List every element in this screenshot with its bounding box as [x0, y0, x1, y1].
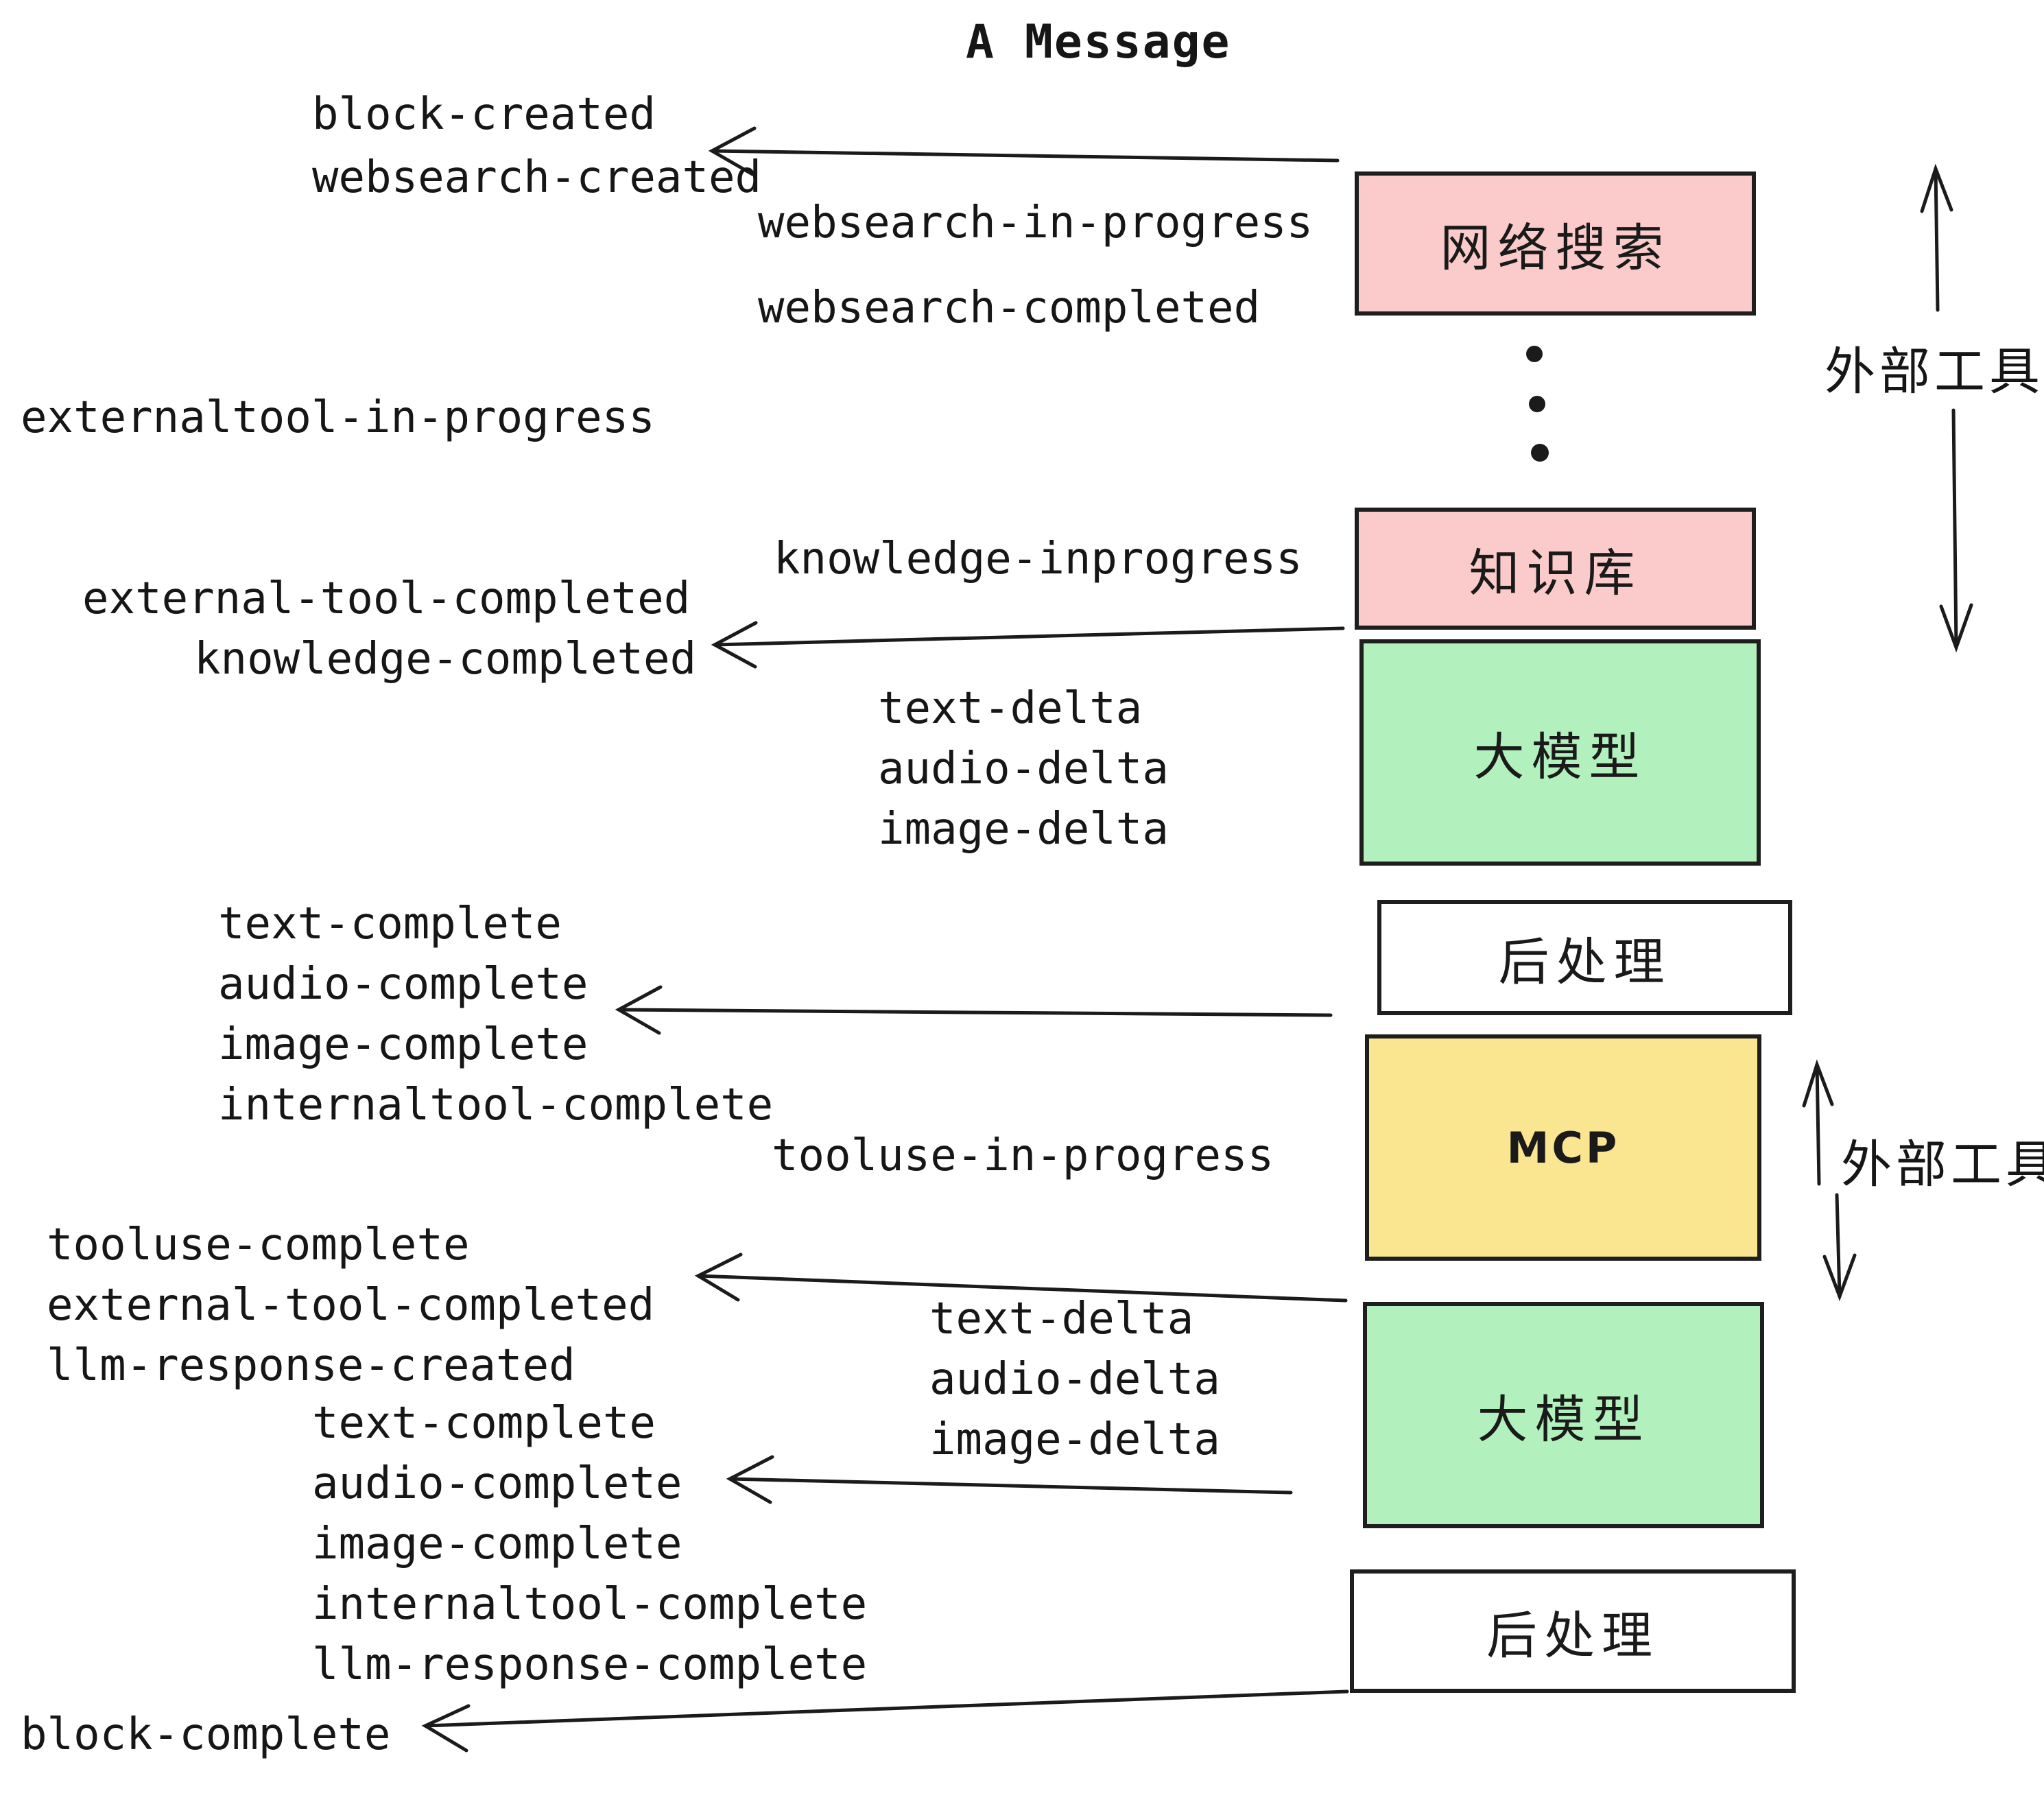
box-knowledge: 知识库 [1355, 508, 1756, 630]
box-post-1: 后处理 [1377, 900, 1792, 1015]
event-audio-complete-2: audio-complete [312, 1458, 682, 1509]
arrow-to-image-complete [615, 985, 1333, 1035]
external-tools-label-top: 外部工具 [1825, 342, 2044, 401]
event-websearch-in-progress: websearch-in-progress [758, 198, 1314, 248]
box-post-1-label: 后处理 [1498, 932, 1672, 992]
arrow-to-block-created [708, 126, 1340, 176]
box-mcp-label: MCP [1506, 1122, 1620, 1173]
event-block-complete: block-complete [21, 1709, 391, 1760]
event-audio-complete: audio-complete [218, 959, 589, 1010]
event-text-delta: text-delta [878, 683, 1143, 734]
external-tools-label-bottom: 外部工具 [1841, 1135, 2044, 1194]
external-tools-top-up-arrow [1920, 163, 1953, 312]
event-websearch-completed: websearch-completed [758, 283, 1261, 333]
box-llm-1-label: 大模型 [1473, 727, 1647, 787]
event-knowledge-inprogress: knowledge-inprogress [774, 534, 1303, 584]
event-block-created: block-created [312, 89, 656, 140]
box-llm-1: 大模型 [1359, 639, 1761, 866]
box-llm-2: 大模型 [1363, 1302, 1764, 1528]
event-websearch-created: websearch-created [312, 152, 762, 203]
event-internaltool-complete: internaltool-complete [218, 1080, 774, 1130]
event-external-tool-completed-2: external-tool-completed [47, 1280, 655, 1331]
event-text-delta-2: text-delta [929, 1294, 1194, 1344]
external-tools-top-down-arrow [1939, 408, 1973, 653]
event-internaltool-complete-2: internaltool-complete [312, 1579, 868, 1630]
external-tools-mcp-up-arrow [1802, 1059, 1834, 1186]
event-external-tool-completed: external-tool-completed [82, 573, 691, 624]
event-image-complete: image-complete [218, 1019, 589, 1070]
box-websearch-label: 网络搜索 [1440, 218, 1671, 278]
box-mcp: MCP [1365, 1034, 1761, 1261]
event-audio-delta-2: audio-delta [929, 1354, 1220, 1405]
event-image-complete-2: image-complete [312, 1519, 682, 1569]
event-audio-delta: audio-delta [878, 744, 1169, 794]
event-image-delta-2: image-delta [929, 1414, 1220, 1465]
arrow-to-audio-complete [726, 1455, 1293, 1504]
event-text-complete: text-complete [218, 899, 562, 949]
event-knowledge-completed: knowledge-completed [194, 634, 697, 685]
arrow-to-tooluse-complete [694, 1253, 1348, 1303]
arrow-to-knowledge-completed [711, 621, 1345, 669]
box-websearch: 网络搜索 [1355, 171, 1756, 316]
diagram-title: A Message [966, 15, 1231, 69]
event-llm-response-created: llm-response-created [47, 1340, 575, 1391]
event-image-delta: image-delta [878, 804, 1169, 855]
event-externaltool-in-progress: externaltool-in-progress [21, 392, 655, 443]
event-text-complete-2: text-complete [312, 1398, 656, 1449]
event-tooluse-complete: tooluse-complete [47, 1220, 470, 1270]
arrow-to-block-complete [421, 1689, 1349, 1753]
external-tools-mcp-down-arrow [1822, 1193, 1857, 1302]
box-llm-2-label: 大模型 [1477, 1390, 1650, 1449]
box-post-2-label: 后处理 [1486, 1606, 1659, 1665]
event-tooluse-in-progress: tooluse-in-progress [772, 1130, 1274, 1181]
box-knowledge-label: 知识库 [1469, 543, 1642, 603]
ellipsis-dots [1526, 346, 1549, 462]
event-llm-response-complete: llm-response-complete [312, 1639, 868, 1690]
box-post-2: 后处理 [1350, 1569, 1796, 1693]
